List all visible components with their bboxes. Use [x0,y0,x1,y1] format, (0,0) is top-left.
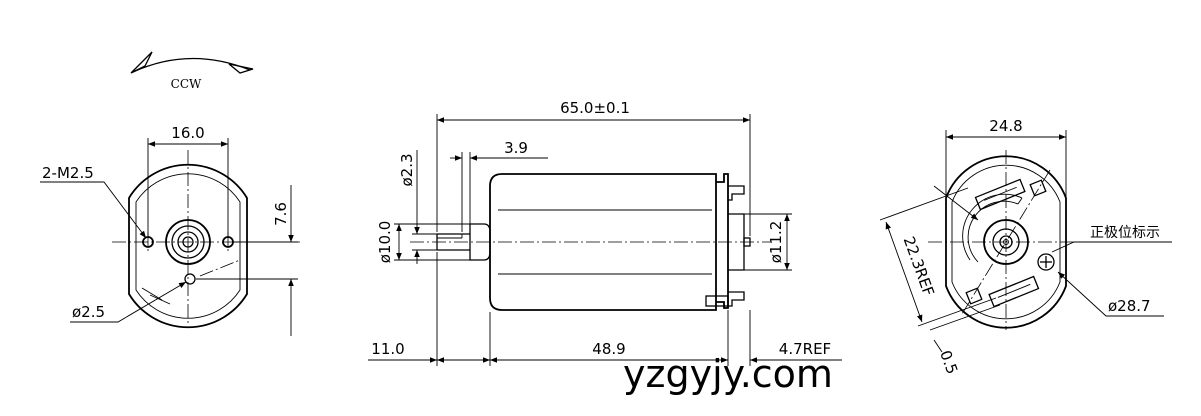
terminal-length-dim: 4.7REF [779,340,831,358]
rear-view: 24.8 22.3REF 0.5 正极位标示 ø28.7 [879,117,1172,377]
rear-boss-dia-dim: ø11.2 [767,221,785,264]
watermark: yzgyjy.com [623,352,833,396]
flat-length-dim: 3.9 [504,139,528,157]
rotation-label: CCW [171,77,202,91]
vent-hole [184,273,196,285]
body-dia-dim: ø28.7 [1108,297,1151,315]
thread-callout: 2-M2.5 [42,164,94,182]
front-view: 16.0 7.6 2-M2.5 ø2.5 [40,124,300,336]
side-view: 65.0±0.1 3.9 ø2.3 ø10.0 ø11.2 11.0 48.9 [368,99,842,366]
front-width-dim: 16.0 [171,124,204,142]
front-height-dim: 7.6 [272,202,290,226]
shaft-dia-dim: ø2.3 [398,153,416,186]
terminal-spacing-dim: 22.3REF [900,234,938,298]
shaft-length-dim: 11.0 [371,340,404,358]
positive-mark-icon [1037,253,1055,271]
ccw-rotation-arrow: CCW [130,51,254,91]
boss-dia-dim: ø10.0 [376,221,394,264]
rear-width-dim: 24.8 [989,117,1022,135]
body-length-dim: 48.9 [592,340,625,358]
hole-dia-dim: ø2.5 [72,303,105,321]
overall-length-dim: 65.0±0.1 [560,99,630,117]
terminal-thickness-dim: 0.5 [936,348,961,377]
positive-mark-label: 正极位标示 [1090,225,1160,241]
